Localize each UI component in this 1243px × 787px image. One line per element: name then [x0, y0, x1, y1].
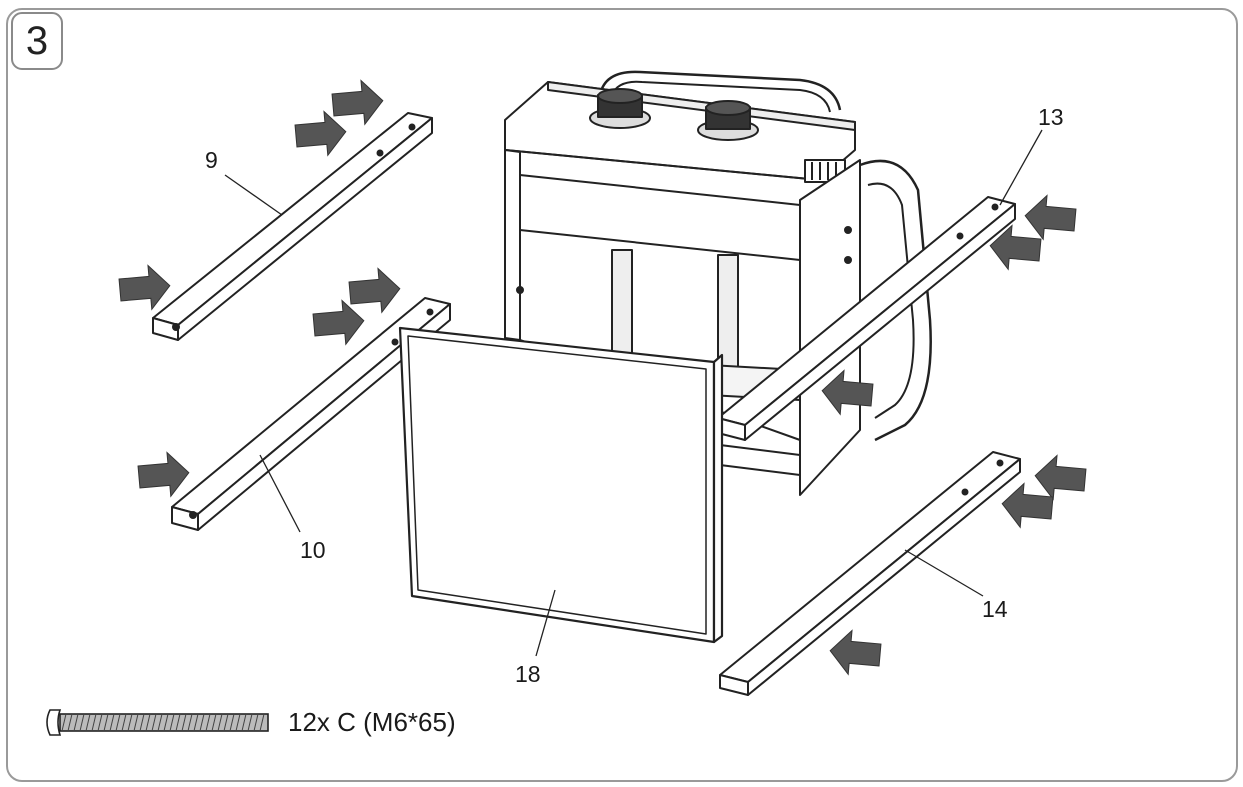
label-9: 9: [205, 147, 218, 173]
rail-13: [717, 196, 1016, 441]
label-10: 10: [300, 537, 326, 563]
rail-14: [719, 451, 1021, 696]
bolt-icon: [46, 709, 269, 736]
arrow-icon: [827, 628, 883, 678]
step-frame: [6, 8, 1238, 782]
step-number-badge: 3: [11, 12, 63, 70]
arrow-icon: [117, 263, 173, 313]
label-18: 18: [515, 661, 541, 687]
step-number: 3: [25, 18, 49, 63]
arrow-icon: [136, 450, 192, 500]
leader-lines: [224, 129, 1043, 657]
arrow-icon: [311, 298, 367, 348]
label-14: 14: [982, 596, 1008, 622]
label-13: 13: [1038, 104, 1064, 130]
panel-18: [398, 326, 724, 644]
arrow-icon: [293, 109, 349, 159]
rail-10: [171, 297, 451, 531]
hardware-quantity-label: 12x C (M6*65): [288, 707, 456, 737]
arrow-icon: [1032, 453, 1088, 503]
arrow-icon: [1022, 193, 1078, 243]
grill-body: [504, 70, 932, 496]
arrow-icon: [347, 266, 403, 316]
arrow-icon: [330, 78, 386, 128]
part-labels: 9 10 13 14 18: [205, 104, 1064, 687]
rail-9: [152, 112, 433, 341]
